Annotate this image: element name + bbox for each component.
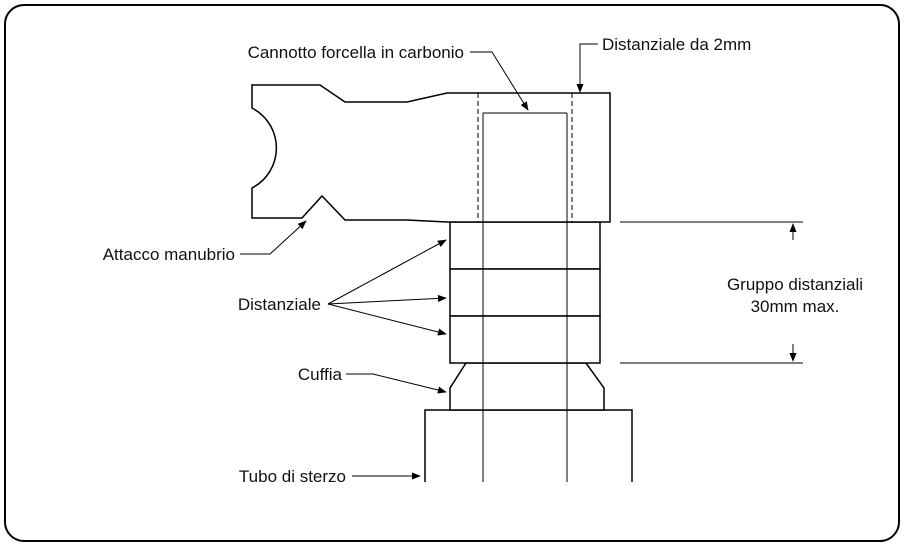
head-tube bbox=[424, 409, 633, 482]
label-fork-tube: Cannotto forcella in carbonio bbox=[248, 43, 464, 62]
headset-cap bbox=[449, 362, 605, 411]
stem-body bbox=[251, 84, 611, 223]
spacer-3 bbox=[449, 315, 601, 364]
cap-leader bbox=[346, 373, 447, 394]
spacer-1 bbox=[449, 221, 601, 270]
label-spacer-2mm: Distanziale da 2mm bbox=[602, 35, 751, 54]
label-spacer-group-line2: 30mm max. bbox=[751, 297, 840, 316]
stem-leader bbox=[240, 220, 307, 255]
label-stem: Attacco manubrio bbox=[103, 245, 235, 264]
spacer-2mm-leader bbox=[576, 43, 598, 93]
spacer-leader-2 bbox=[327, 294, 447, 305]
fork-tube-leader bbox=[470, 51, 529, 111]
label-spacer: Distanziale bbox=[238, 295, 321, 314]
spacer-leader-3 bbox=[327, 303, 447, 336]
spacer-2 bbox=[449, 268, 601, 317]
diagram-frame bbox=[4, 4, 900, 542]
label-head-tube: Tubo di sterzo bbox=[239, 467, 346, 486]
label-cap: Cuffia bbox=[298, 365, 343, 384]
label-spacer-group-line1: Gruppo distanziali bbox=[727, 275, 863, 294]
spacer-leader-1 bbox=[327, 239, 447, 305]
